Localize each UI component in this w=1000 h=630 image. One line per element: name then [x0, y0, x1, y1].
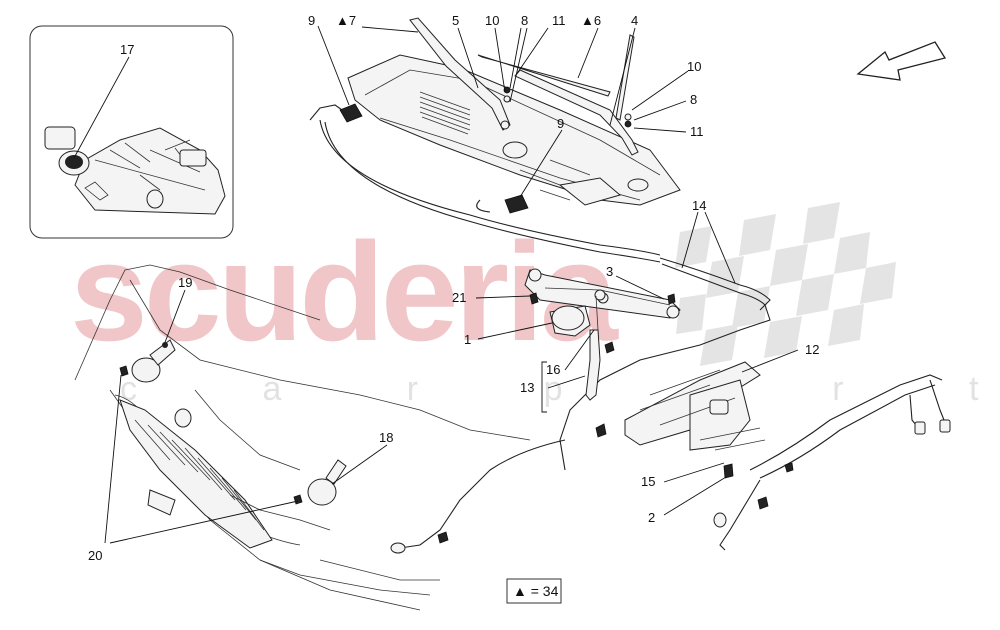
callouts: 9 ▲7 5 10 8 11 ▲6 4 10 8 11 9 14 3 21 1 …: [88, 13, 819, 563]
washer-nozzle-left: [339, 103, 363, 123]
callout-7: ▲7: [336, 13, 356, 28]
wiring-harness: [713, 374, 951, 551]
callout-18: 18: [379, 430, 393, 445]
callout-11-top: 11: [552, 13, 566, 28]
callout-3: 3: [606, 264, 613, 279]
washer-pipe-13: [585, 289, 615, 401]
fasteners: [119, 86, 734, 479]
wiper-motor: [549, 305, 591, 337]
callout-6: ▲6: [581, 13, 601, 28]
wiper-arm-left: [409, 17, 511, 131]
callout-12: 12: [805, 342, 819, 357]
callout-8-right: 8: [690, 92, 697, 107]
washer-reservoir: [595, 361, 766, 451]
callout-1: 1: [464, 332, 471, 347]
callout-14: 14: [692, 198, 706, 213]
wiper-blade-right: [615, 34, 635, 121]
callout-20: 20: [88, 548, 102, 563]
callout-5: 5: [452, 13, 459, 28]
callout-10-top: 10: [485, 13, 499, 28]
legend-text: ▲ = 34: [513, 583, 559, 599]
car-front-outline: [74, 264, 531, 611]
callout-9-center: 9: [557, 116, 564, 131]
callout-4: 4: [631, 13, 638, 28]
horn-right: [293, 459, 347, 506]
horn-left: [131, 339, 176, 383]
wiper-arm-right: [514, 69, 639, 156]
callout-17: 17: [120, 42, 134, 57]
cowl-panel: [347, 54, 681, 206]
cowl-grille: [419, 91, 471, 135]
callout-9-left: 9: [308, 13, 315, 28]
inset-detail-box: [29, 25, 234, 239]
front-washer-hose: [390, 439, 566, 554]
callout-leaders: [73, 25, 799, 544]
callout-11-right: 11: [690, 124, 704, 139]
callout-15: 15: [641, 474, 655, 489]
front-grille: [119, 399, 273, 549]
callout-13-bracket: [541, 361, 547, 413]
legend-box: ▲ = 34: [506, 578, 562, 604]
callout-19: 19: [178, 275, 192, 290]
callout-8-top: 8: [521, 13, 528, 28]
callout-10-right: 10: [687, 59, 701, 74]
callout-21: 21: [452, 290, 466, 305]
arrow-down-left-icon: [856, 41, 947, 81]
callout-13: 13: [520, 380, 534, 395]
washer-nozzle-right: [504, 194, 529, 214]
callout-16: 16: [546, 362, 560, 377]
wiper-blade-left: [477, 54, 611, 97]
callout-2: 2: [648, 510, 655, 525]
